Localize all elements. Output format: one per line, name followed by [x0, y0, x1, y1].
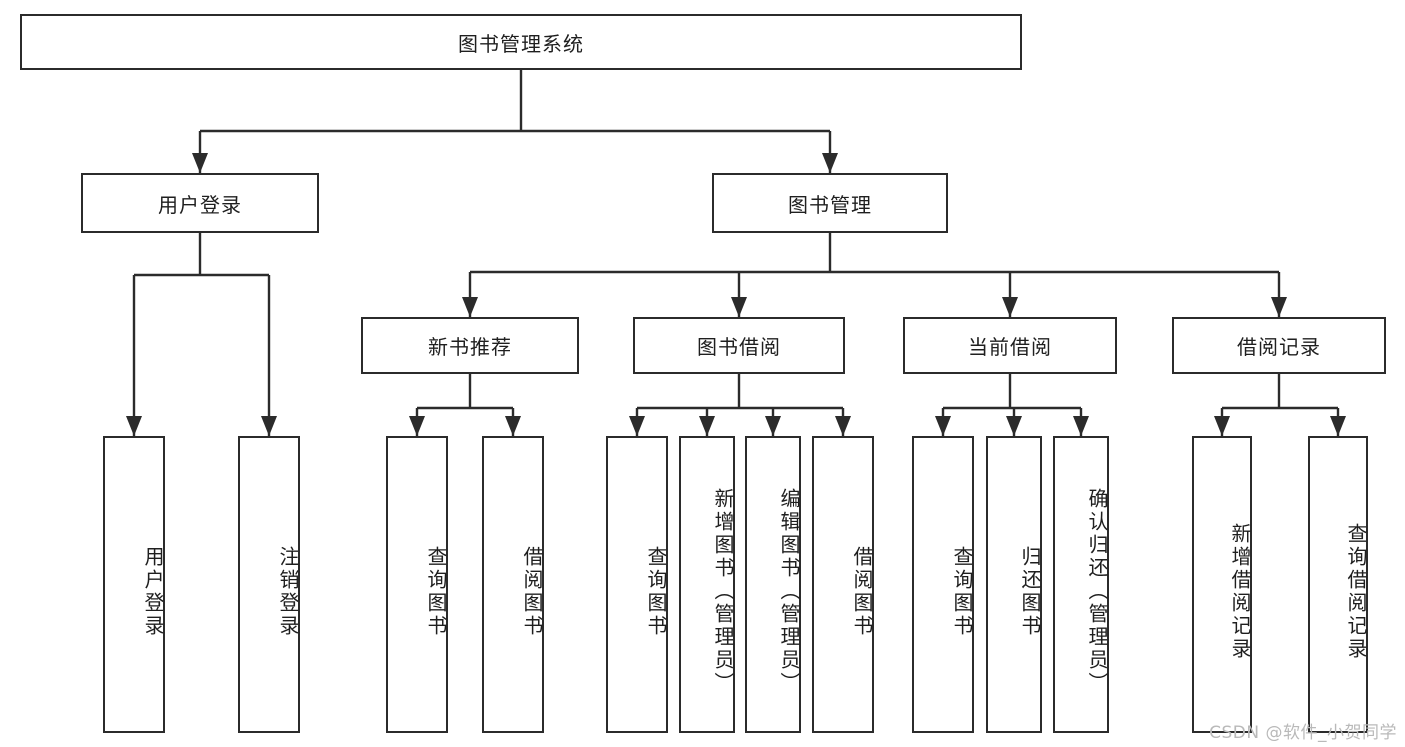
- connector-arrowhead: [731, 297, 747, 317]
- connector-arrowhead: [1214, 416, 1230, 436]
- connector-arrowhead: [462, 297, 478, 317]
- node-leaf-user-logout[interactable]: 注销登录: [238, 436, 300, 733]
- node-borrow-record[interactable]: 借阅记录: [1172, 317, 1386, 374]
- node-label: 图书管理: [788, 192, 872, 217]
- node-user-login[interactable]: 用户登录: [81, 173, 319, 233]
- connector-arrowhead: [699, 416, 715, 436]
- node-leaf-rec-query-record[interactable]: 查询借阅记录: [1308, 436, 1368, 733]
- node-leaf-borrow-query-book[interactable]: 查询图书: [606, 436, 668, 733]
- node-label: 图书管理系统: [458, 31, 584, 56]
- node-label: 注销登录: [276, 545, 300, 638]
- connector-arrowhead: [765, 416, 781, 436]
- connector-arrowhead: [192, 153, 208, 173]
- node-new-book-rec[interactable]: 新书推荐: [361, 317, 579, 374]
- node-leaf-borrow-edit-book[interactable]: 编辑图书（管理员）: [745, 436, 801, 733]
- node-label: 新增图书（管理员）: [711, 488, 735, 695]
- connector-arrowhead: [629, 416, 645, 436]
- node-leaf-borrow-borrow-book[interactable]: 借阅图书: [812, 436, 874, 733]
- node-label: 查询借阅记录: [1344, 522, 1368, 661]
- node-label: 查询图书: [950, 545, 974, 638]
- node-label: 借阅记录: [1237, 335, 1321, 359]
- node-label: 借阅图书: [520, 545, 544, 638]
- node-label: 确认归还（管理员）: [1085, 488, 1109, 695]
- node-leaf-rec-borrow-book[interactable]: 借阅图书: [482, 436, 544, 733]
- node-leaf-cur-return-book[interactable]: 归还图书: [986, 436, 1042, 733]
- node-label: 当前借阅: [968, 335, 1052, 359]
- node-leaf-cur-confirm-return[interactable]: 确认归还（管理员）: [1053, 436, 1109, 733]
- node-label: 用户登录: [141, 545, 165, 638]
- node-leaf-cur-query-book[interactable]: 查询图书: [912, 436, 974, 733]
- node-label: 用户登录: [158, 192, 242, 217]
- node-root[interactable]: 图书管理系统: [20, 14, 1022, 70]
- node-leaf-rec-query-book[interactable]: 查询图书: [386, 436, 448, 733]
- connector-arrowhead: [1002, 297, 1018, 317]
- node-label: 编辑图书（管理员）: [777, 488, 801, 695]
- connector-arrowhead: [822, 153, 838, 173]
- node-label: 新增借阅记录: [1228, 522, 1252, 661]
- node-leaf-user-login[interactable]: 用户登录: [103, 436, 165, 733]
- connector-arrowhead: [1271, 297, 1287, 317]
- node-label: 借阅图书: [850, 545, 874, 638]
- connector-arrowhead: [835, 416, 851, 436]
- connector-arrowhead: [935, 416, 951, 436]
- connector-arrowhead: [126, 416, 142, 436]
- connector-arrowhead: [261, 416, 277, 436]
- connector-arrowhead: [1330, 416, 1346, 436]
- node-label: 查询图书: [644, 545, 668, 638]
- connector-arrowhead: [505, 416, 521, 436]
- node-label: 新书推荐: [428, 335, 512, 359]
- node-label: 图书借阅: [697, 335, 781, 359]
- node-leaf-rec-add-record[interactable]: 新增借阅记录: [1192, 436, 1252, 733]
- connector-arrowhead: [1073, 416, 1089, 436]
- connector-arrowhead: [1006, 416, 1022, 436]
- node-current-borrow[interactable]: 当前借阅: [903, 317, 1117, 374]
- node-leaf-borrow-add-book[interactable]: 新增图书（管理员）: [679, 436, 735, 733]
- node-label: 归还图书: [1018, 545, 1042, 638]
- node-book-manage[interactable]: 图书管理: [712, 173, 948, 233]
- node-book-borrow[interactable]: 图书借阅: [633, 317, 845, 374]
- connector-arrowhead: [409, 416, 425, 436]
- watermark-text: CSDN @软件_小贺同学: [1209, 723, 1397, 743]
- node-label: 查询图书: [424, 545, 448, 638]
